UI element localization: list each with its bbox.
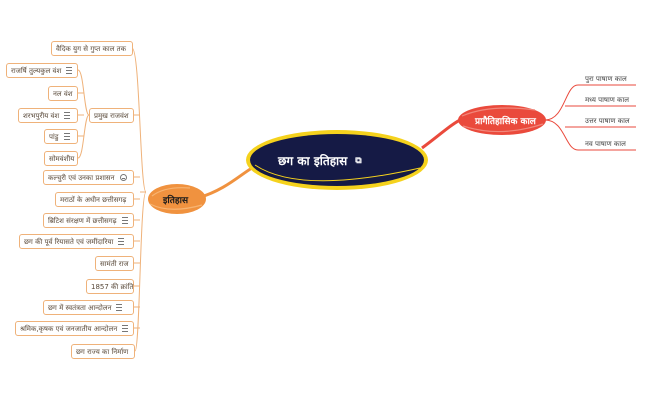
node-pandu[interactable]: पांडु (44, 129, 78, 144)
node-madhya-pashan[interactable]: मध्य पाषाण काल (585, 96, 629, 104)
node-label: मराठों के अधीन छत्तीसगढ़ (60, 195, 127, 204)
node-label: सोमवंशीय (49, 154, 75, 163)
node-pura-pashan[interactable]: पुरा पाषाण काल (585, 75, 627, 83)
node-rajarshi[interactable]: राजर्षि तुल्यकुल वंश (6, 63, 78, 78)
node-label: कल्चुरी एवं उनका प्रशासन (48, 173, 115, 182)
node-pramukh-rajvansh[interactable]: प्रमुख राजवंश (89, 108, 134, 123)
node-label: छग में स्वतंत्रता आन्दोलन (48, 303, 112, 312)
node-kalchuri[interactable]: कल्चुरी एवं उनका प्रशासन (43, 170, 134, 185)
node-riyasat[interactable]: छग की पूर्व रियासते एवं जमींदारिया (19, 234, 134, 249)
node-british[interactable]: ब्रिटिश संरक्षण में छत्तीसगढ़ (43, 213, 134, 228)
node-nirman[interactable]: छग राज्य का निर्माण (71, 344, 135, 359)
collapse-icon[interactable] (119, 174, 127, 181)
node-label: ब्रिटिश संरक्षण में छत्तीसगढ़ (48, 216, 117, 225)
note-icon (118, 238, 125, 245)
node-label: राजर्षि तुल्यकुल वंश (11, 66, 62, 75)
note-icon (121, 217, 128, 224)
node-swatantrata[interactable]: छग में स्वतंत्रता आन्दोलन (43, 300, 134, 315)
center-topic-shape (246, 130, 428, 190)
node-sharabhpuriya[interactable]: शरभपुरीय वंश (18, 108, 78, 123)
node-somvanshiya[interactable]: सोमवंशीय (44, 151, 78, 166)
note-icon (63, 133, 70, 140)
node-label: प्रमुख राजवंश (94, 111, 129, 120)
node-label: छग राज्य का निर्माण (76, 347, 129, 356)
node-label: छग की पूर्व रियासते एवं जमींदारिया (24, 237, 114, 246)
center-topic-label: छग का इतिहास (278, 154, 348, 168)
note-icon (66, 67, 73, 74)
branch-pragaitihasik[interactable]: प्रागैतिहासिक काल (475, 117, 536, 127)
link-icon: ⧉ (355, 155, 362, 166)
node-label: पांडु (49, 132, 59, 141)
node-label: शरभपुरीय वंश (23, 111, 60, 120)
node-label: श्रमिक,कृषक एवं जनजातीय आन्दोलन (20, 324, 118, 333)
note-icon (122, 325, 129, 332)
node-nav-pashan[interactable]: नव पाषाण काल (585, 140, 626, 148)
node-label: नल वंश (53, 89, 73, 98)
node-vaidik[interactable]: वैदिक युग से गुप्त काल तक (51, 41, 133, 56)
node-kranti[interactable]: 1857 की क्रांति (86, 279, 134, 294)
itihas-branch-shape (148, 184, 206, 214)
node-uttar-pashan[interactable]: उत्तर पाषाण काल (585, 117, 630, 125)
center-topic[interactable]: छग का इतिहास ⧉ (278, 152, 362, 169)
node-label: 1857 की क्रांति (91, 282, 134, 291)
node-label: वैदिक युग से गुप्त काल तक (56, 44, 127, 53)
node-samanti[interactable]: सामंती राज (95, 256, 134, 271)
note-icon (64, 112, 71, 119)
node-label: सामंती राज (100, 259, 129, 268)
node-maratha[interactable]: मराठों के अधीन छत्तीसगढ़ (55, 192, 134, 207)
branch-itihas[interactable]: इतिहास (163, 196, 189, 206)
node-nal[interactable]: नल वंश (48, 86, 78, 101)
pragaitihasik-branch-shape (458, 105, 546, 135)
node-shramik[interactable]: श्रमिक,कृषक एवं जनजातीय आन्दोलन (15, 321, 134, 336)
note-icon (116, 304, 123, 311)
